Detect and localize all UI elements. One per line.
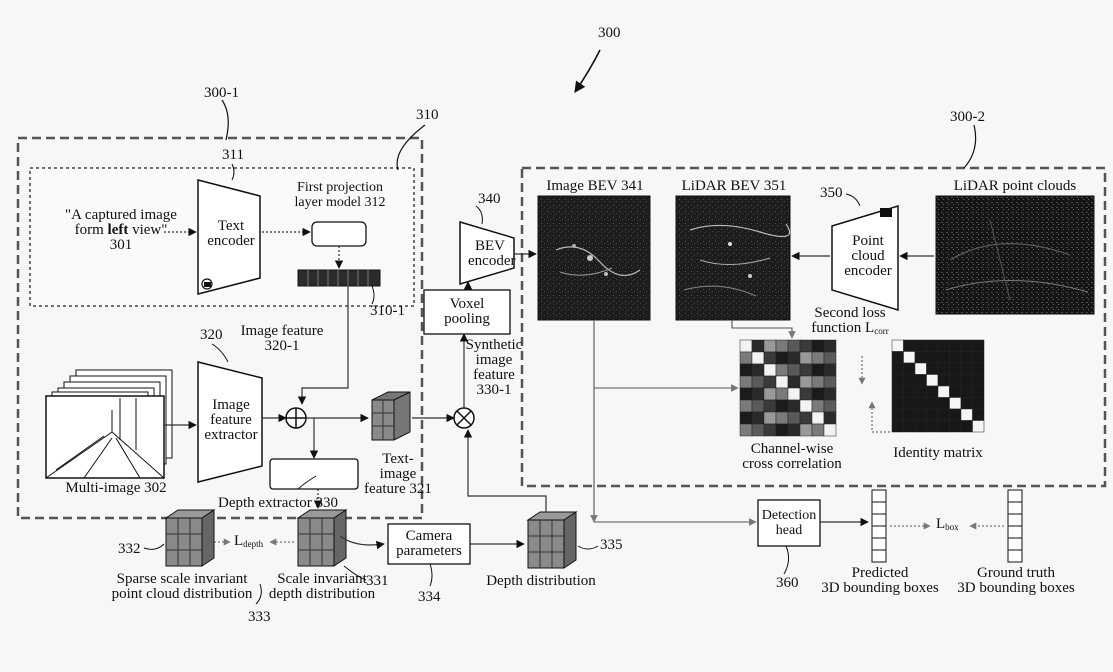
ref-333: 333	[248, 610, 271, 625]
prompt-line-2: form left view"	[56, 223, 186, 238]
text-image-feature-cube	[372, 392, 410, 440]
depth-extractor-block	[270, 459, 358, 489]
image-bev-map	[538, 196, 650, 320]
prompt-line-1: "A captured image	[56, 208, 186, 223]
projection-label: First projectionlayer model 312	[282, 180, 398, 210]
ref-350: 350	[820, 186, 843, 201]
lidar-point-cloud-image	[936, 196, 1094, 314]
synthetic-feature-label: Syntheticimagefeature330-1	[462, 338, 526, 398]
ref-300: 300	[598, 26, 621, 41]
image-feature-extractor-label: Imagefeatureextractor	[202, 398, 260, 443]
lidar-bev-map	[676, 196, 790, 320]
l-box-label: Lbox	[936, 517, 959, 535]
image-bev-label: Image BEV 341	[540, 179, 650, 194]
sparse-cloud-label: Sparse scale invariantpoint cloud distri…	[104, 572, 260, 602]
ref-300-1: 300-1	[204, 86, 239, 101]
l-depth-label: Ldepth	[234, 534, 263, 552]
bev-encoder-label: BEVencoder	[468, 239, 512, 269]
lidar-bev-label: LiDAR BEV 351	[674, 179, 794, 194]
ref-360: 360	[776, 576, 799, 591]
lidar-points-label: LiDAR point clouds	[940, 179, 1090, 194]
detection-head-label: Detectionhead	[760, 508, 818, 538]
second-loss-label: Second loss function Lcorr	[802, 306, 898, 339]
ref-334: 334	[418, 590, 441, 605]
cross-correlation-label: Channel-wisecross correlation	[722, 442, 862, 472]
depth-distribution-cube	[528, 512, 576, 568]
ref-320: 320	[200, 328, 223, 343]
scale-invariant-label: Scale invariantdepth distribution	[264, 572, 380, 602]
ref-300-2: 300-2	[950, 110, 985, 125]
text-feature-vector	[298, 270, 380, 286]
sparse-cloud-cube	[166, 510, 214, 566]
ref-340: 340	[478, 192, 501, 207]
ground-truth-boxes-column	[1008, 490, 1022, 562]
predicted-boxes-column	[872, 490, 886, 562]
predicted-boxes-label: Predicted3D bounding boxes	[818, 566, 942, 596]
multi-image-stack	[46, 370, 172, 478]
fusion-multiply-node	[454, 408, 474, 428]
fusion-add-node	[286, 408, 306, 428]
camera-parameters-label: Cameraparameters	[390, 529, 468, 559]
ref-332: 332	[118, 542, 141, 557]
leader-300-1	[222, 100, 228, 140]
ref-335: 335	[600, 538, 623, 553]
text-prompt: "A captured image form left view" 301	[56, 208, 186, 253]
voxel-pooling-label: Voxelpooling	[428, 297, 506, 327]
image-feature-label: Image feature320-1	[222, 324, 342, 354]
ground-truth-boxes-label: Ground truth3D bounding boxes	[954, 566, 1078, 596]
ref-311: 311	[222, 148, 244, 163]
lock-icon-body	[204, 282, 211, 287]
text-image-feature-label: Text-imagefeature 321	[356, 452, 440, 497]
leader-300	[575, 50, 600, 92]
ref-310: 310	[416, 108, 439, 123]
lock-icon	[880, 208, 892, 217]
identity-matrix	[892, 340, 984, 432]
scale-invariant-cube	[298, 510, 346, 566]
ref-310-1: 310-1	[370, 304, 405, 319]
prompt-ref: 301	[56, 238, 186, 253]
identity-matrix-label: Identity matrix	[880, 446, 996, 461]
text-encoder-label: Textencoder	[206, 219, 256, 249]
projection-layer-block	[312, 222, 366, 246]
leader-300-2	[964, 125, 976, 168]
depth-extractor-label: Depth extractor 330	[218, 496, 328, 511]
multi-image-label: Multi-image 302	[56, 481, 176, 496]
depth-distribution-label: Depth distribution	[486, 574, 596, 589]
cross-correlation-matrix	[740, 340, 836, 436]
point-cloud-encoder-label: Pointcloudencoder	[840, 234, 896, 279]
